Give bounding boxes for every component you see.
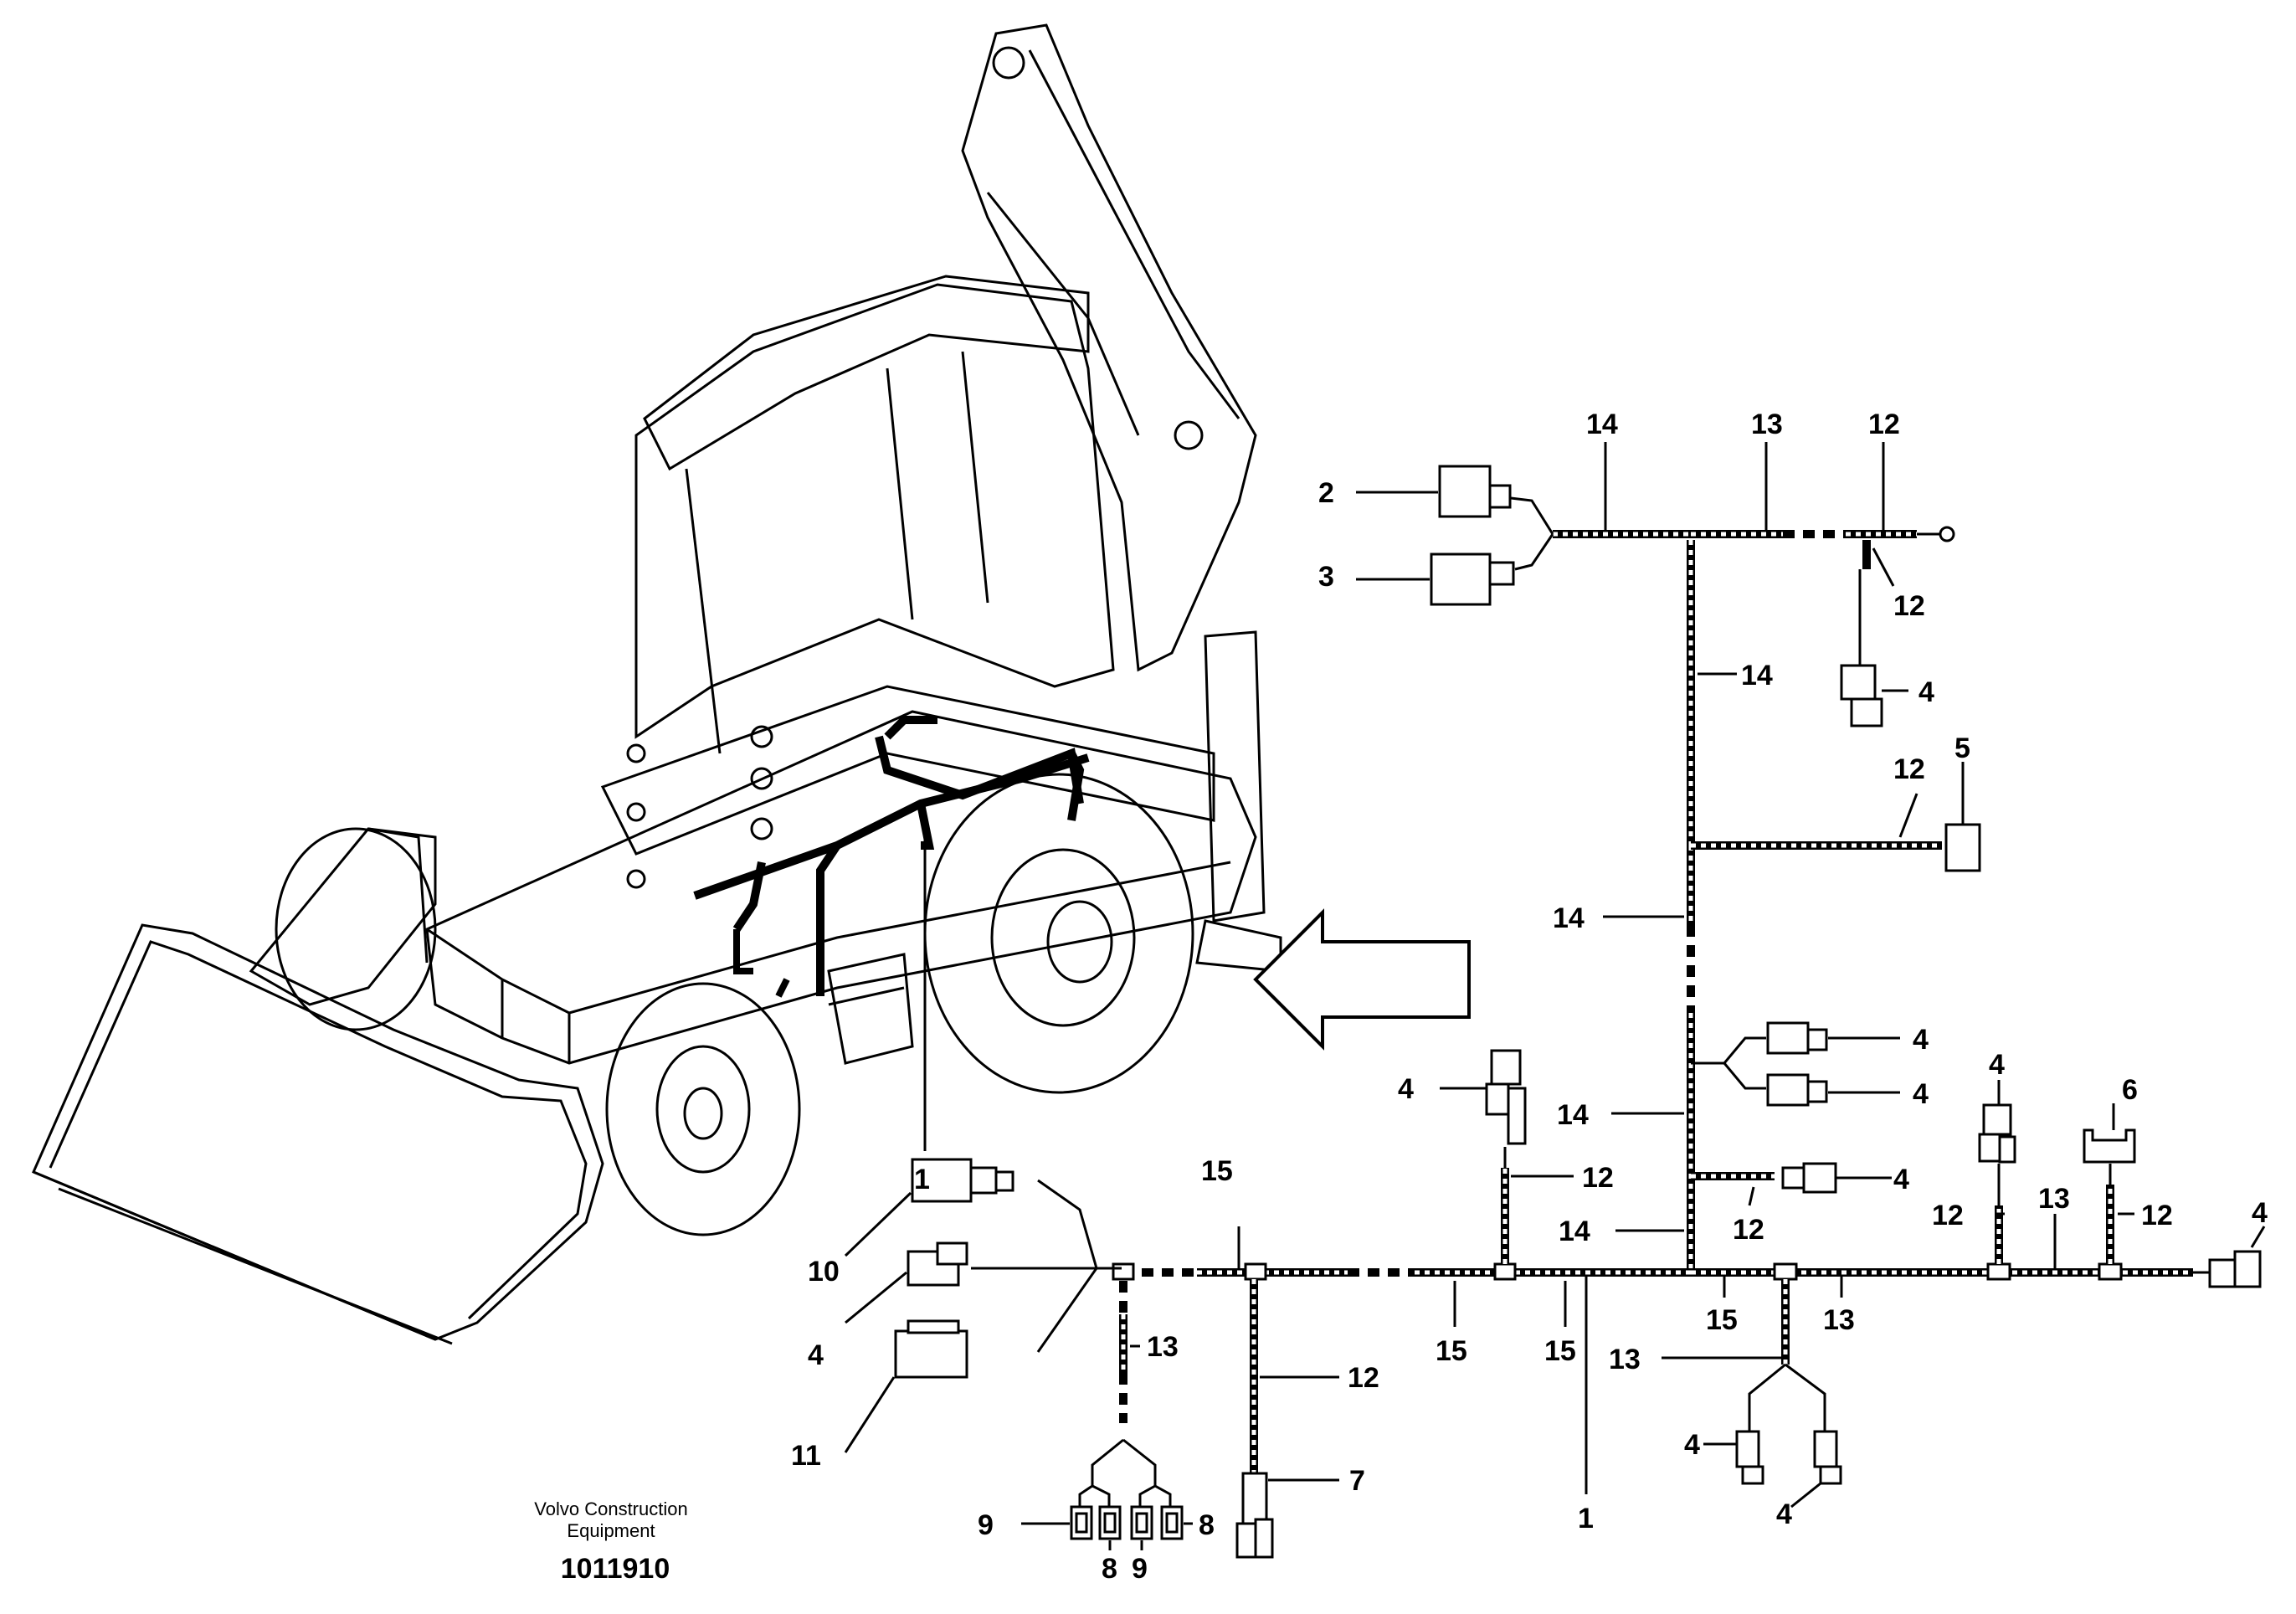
view-direction-arrow [1253, 908, 1471, 1051]
cab-roof [643, 275, 1090, 471]
connector-7 [1235, 1472, 1274, 1559]
connector-4-middle [1485, 1049, 1527, 1145]
label-4-right-up: 4 [1989, 1049, 2005, 1081]
drawing-number: 1011910 [561, 1553, 670, 1585]
label-15-bottom-c: 15 [1706, 1304, 1738, 1336]
connector-4-right-up [1978, 1103, 2016, 1164]
label-4-right-b: 4 [1913, 1078, 1929, 1110]
front-wheel-right [605, 982, 801, 1236]
label-1-machine: 1 [914, 1164, 930, 1195]
label-14-top: 14 [1586, 409, 1618, 440]
front-bucket [32, 923, 604, 1341]
label-4-bottom-a: 4 [1684, 1429, 1700, 1461]
label-12-right-up: 12 [1932, 1200, 1964, 1231]
label-12-middle: 12 [1582, 1162, 1614, 1194]
label-4-bottom-b: 4 [1776, 1498, 1792, 1530]
connector-2 [1438, 465, 1512, 518]
connector-8-left [1098, 1505, 1122, 1540]
connector-5 [1944, 823, 1981, 872]
label-13-top: 13 [1751, 409, 1783, 440]
front-wheel-left [275, 827, 437, 1031]
label-5: 5 [1954, 732, 1970, 764]
label-14-middle: 14 [1553, 902, 1585, 934]
chassis-frame [425, 710, 1257, 1065]
connector-9-right [1130, 1505, 1153, 1540]
backhoe-loader-illustration [32, 23, 1282, 1345]
label-4-right-a: 4 [1913, 1024, 1929, 1056]
part-labels: 1 1 2 3 14 13 12 12 14 4 12 5 14 4 4 4 1… [791, 409, 2268, 1585]
connector-11 [894, 1319, 968, 1379]
label-13-left: 13 [1147, 1331, 1179, 1363]
label-12-right: 12 [1893, 753, 1925, 785]
label-6: 6 [2122, 1074, 2138, 1106]
connector-4-right-end [2208, 1250, 2262, 1288]
label-12-left: 12 [1348, 1362, 1379, 1394]
label-12-top: 12 [1868, 409, 1900, 440]
machine-harness-routing [693, 716, 1090, 998]
label-4-top-right: 4 [1918, 676, 1934, 708]
connector-4-bottom-b [1813, 1430, 1842, 1485]
connector-10 [911, 1158, 1014, 1203]
company-name-line2: Equipment [567, 1520, 655, 1541]
label-13-right: 13 [2038, 1183, 2070, 1215]
label-1-harness: 1 [1578, 1503, 1594, 1534]
loader-arm [249, 827, 437, 1006]
company-name-line1: Volvo Construction [534, 1498, 687, 1519]
stabilizer-leg [1204, 630, 1266, 923]
backhoe-boom [961, 23, 1257, 672]
connector-8-right [1160, 1505, 1184, 1540]
label-3: 3 [1318, 561, 1334, 593]
connector-4-right-b [1766, 1073, 1828, 1107]
label-15-bottom-a: 15 [1436, 1335, 1467, 1367]
harness-schematic [844, 442, 2266, 1559]
connector-3 [1430, 553, 1515, 606]
label-11: 11 [791, 1440, 821, 1472]
connector-4-right-c [1781, 1162, 1837, 1194]
label-15-bottom-b: 15 [1544, 1335, 1576, 1367]
label-2: 2 [1318, 477, 1334, 509]
connector-4-left [907, 1241, 968, 1287]
label-12-branch-right: 12 [1733, 1214, 1764, 1246]
footer: Volvo Construction Equipment 1011910 [534, 1498, 687, 1585]
label-14-upper: 14 [1741, 660, 1773, 691]
label-15-top: 15 [1201, 1155, 1233, 1187]
operator-cab [634, 283, 1115, 739]
label-4-middle: 4 [1398, 1073, 1414, 1105]
label-4-right-end: 4 [2252, 1197, 2268, 1229]
label-12-connector-6: 12 [2141, 1200, 2173, 1231]
label-13-bottom-right: 13 [1823, 1304, 1855, 1336]
rear-wheel [923, 773, 1194, 1094]
label-10: 10 [808, 1256, 840, 1288]
label-12-top-branch: 12 [1893, 590, 1925, 622]
connector-4-bottom-a [1735, 1430, 1764, 1485]
label-9-bottom: 9 [1132, 1553, 1148, 1585]
label-9-left: 9 [978, 1509, 994, 1541]
connector-9-left [1070, 1505, 1093, 1540]
label-14-lower: 14 [1557, 1099, 1589, 1131]
label-4-left: 4 [808, 1339, 824, 1371]
connector-4-right-a [1766, 1021, 1828, 1055]
label-13-bottom-branch: 13 [1609, 1344, 1641, 1375]
label-8-bottom: 8 [1102, 1553, 1117, 1585]
connector-4-top-right [1840, 664, 1883, 727]
label-4-right-c: 4 [1893, 1164, 1909, 1195]
label-14-bottom: 14 [1559, 1216, 1590, 1247]
connector-6 [2083, 1128, 2136, 1164]
label-8-right: 8 [1199, 1509, 1215, 1541]
label-7: 7 [1349, 1465, 1365, 1497]
